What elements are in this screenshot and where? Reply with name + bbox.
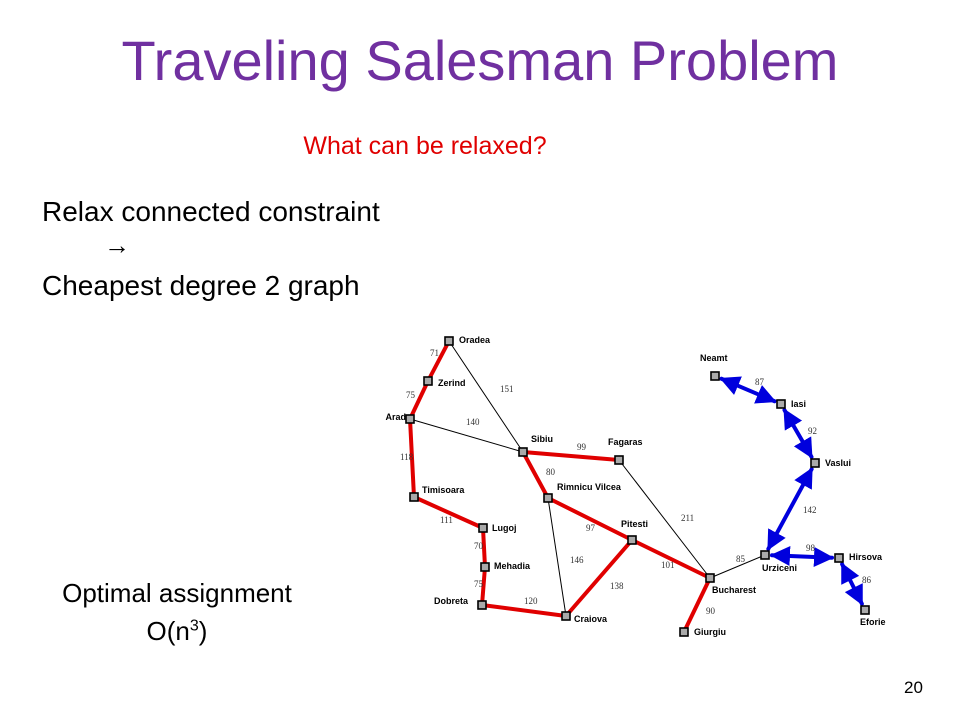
city-node-mehadia	[480, 562, 490, 572]
distance-label-urziceni-hirsova: 98	[806, 543, 816, 553]
city-node-pitesti	[627, 535, 637, 545]
city-label-mehadia: Mehadia	[494, 561, 531, 571]
edge-hirsova-eforie	[840, 562, 864, 606]
distance-label-bucharest-giurgiu: 90	[706, 606, 716, 616]
edge-mehadia-dobreta	[480, 565, 487, 607]
edge-arad-timisoara	[408, 417, 416, 499]
distance-label-vaslui-urziceni: 142	[803, 505, 817, 515]
edge-oradea-sibiu	[448, 340, 524, 453]
complexity-text: O(n3)	[22, 616, 332, 647]
city-label-neamt: Neamt	[700, 353, 728, 363]
city-node-zerind	[423, 376, 433, 386]
edge-arad-sibiu	[409, 418, 524, 453]
city-label-arad: Arad	[385, 412, 406, 422]
city-label-craiova: Craiova	[574, 614, 608, 624]
distance-label-sibiu-fagaras: 99	[577, 442, 587, 452]
distance-label-oradea-zerind: 71	[430, 348, 439, 358]
distance-label-timisoara-lugoj: 111	[440, 515, 453, 525]
city-node-bucharest	[705, 573, 715, 583]
city-label-vaslui: Vaslui	[825, 458, 851, 468]
distance-label-mehadia-dobreta: 75	[474, 579, 484, 589]
distance-label-dobreta-craiova: 120	[524, 596, 538, 606]
edge-neamt-iasi	[719, 376, 777, 404]
distance-label-craiova-pitesti: 138	[610, 581, 624, 591]
edge-zerind-arad	[408, 379, 430, 421]
city-label-timisoara: Timisoara	[422, 485, 465, 495]
distance-label-iasi-vaslui: 92	[808, 426, 817, 436]
edge-rimnicu-sibiu	[521, 450, 550, 500]
city-node-craiova	[561, 611, 571, 621]
city-label-rimnicu: Rimnicu Vilcea	[557, 482, 622, 492]
city-node-eforie	[860, 605, 870, 615]
city-label-dobreta: Dobreta	[434, 596, 469, 606]
city-node-iasi	[776, 399, 786, 409]
edge-urziceni-hirsova	[769, 546, 835, 567]
city-node-arad	[405, 414, 415, 424]
complexity-close: )	[198, 616, 208, 646]
complexity-base: O(n	[146, 616, 190, 646]
distance-label-neamt-iasi: 87	[755, 377, 765, 387]
distance-label-zerind-arad: 75	[406, 390, 416, 400]
city-node-rimnicu	[543, 493, 553, 503]
distance-label-oradea-sibiu: 151	[500, 384, 514, 394]
distance-label-rimnicu-sibiu: 80	[546, 467, 556, 477]
city-label-giurgiu: Giurgiu	[694, 627, 726, 637]
city-label-oradea: Oradea	[459, 335, 491, 345]
edge-fagaras-bucharest	[618, 459, 711, 579]
city-label-lugoj: Lugoj	[492, 523, 517, 533]
edge-oradea-zerind	[426, 339, 451, 383]
distance-label-hirsova-eforie: 86	[862, 575, 872, 585]
distance-label-bucharest-urziceni: 85	[736, 554, 746, 564]
city-node-lugoj	[478, 523, 488, 533]
edge-bucharest-giurgiu	[682, 576, 712, 634]
optimal-assignment-text: Optimal assignment	[62, 578, 292, 608]
distance-label-arad-timisoara: 118	[400, 452, 414, 462]
city-label-pitesti: Pitesti	[621, 519, 648, 529]
city-node-urziceni	[760, 550, 770, 560]
edge-dobreta-craiova	[480, 603, 568, 618]
edge-pitesti-rimnicu	[546, 496, 634, 542]
distance-label-arad-sibiu: 140	[466, 417, 480, 427]
city-node-hirsova	[834, 553, 844, 563]
city-node-timisoara	[409, 492, 419, 502]
edge-lugoj-mehadia	[481, 526, 487, 569]
edge-pitesti-bucharest	[630, 538, 712, 580]
city-label-hirsova: Hirsova	[849, 552, 883, 562]
city-node-vaslui	[810, 458, 820, 468]
city-node-sibiu	[518, 447, 528, 457]
city-node-oradea	[444, 336, 454, 346]
edge-sibiu-fagaras	[521, 450, 621, 462]
complexity-exponent: 3	[189, 617, 199, 635]
relax-connected-text: Relax connected constraint	[42, 196, 380, 227]
edge-bucharest-urziceni	[709, 554, 766, 579]
city-node-dobreta	[477, 600, 487, 610]
edge-timisoara-lugoj	[412, 495, 485, 530]
edge-craiova-pitesti	[564, 538, 634, 618]
edge-rimnicu-craiova	[547, 497, 567, 617]
degree-two-graph-text: Cheapest degree 2 graph	[42, 270, 360, 301]
distance-label-fagaras-bucharest: 211	[681, 513, 694, 523]
edge-iasi-vaslui	[782, 408, 814, 459]
city-label-iasi: Iasi	[791, 399, 806, 409]
city-label-fagaras: Fagaras	[608, 437, 643, 447]
city-label-sibiu: Sibiu	[531, 434, 553, 444]
city-node-giurgiu	[679, 627, 689, 637]
page-number: 20	[904, 678, 923, 697]
distance-label-lugoj-mehadia: 70	[474, 541, 484, 551]
city-label-eforie: Eforie	[860, 617, 886, 627]
city-label-urziceni: Urziceni	[762, 563, 797, 573]
edge-vaslui-urziceni	[766, 467, 814, 551]
distance-label-pitesti-rimnicu: 97	[586, 523, 596, 533]
city-node-fagaras	[614, 455, 624, 465]
city-label-bucharest: Bucharest	[712, 585, 756, 595]
city-label-zerind: Zerind	[438, 378, 466, 388]
question-text: What can be relaxed?	[303, 132, 547, 160]
distance-label-pitesti-bucharest: 101	[661, 560, 675, 570]
city-node-neamt	[710, 371, 720, 381]
distance-label-rimnicu-craiova: 146	[570, 555, 584, 565]
right-arrow-icon: →	[104, 230, 130, 260]
slide-title: Traveling Salesman Problem	[121, 29, 839, 92]
